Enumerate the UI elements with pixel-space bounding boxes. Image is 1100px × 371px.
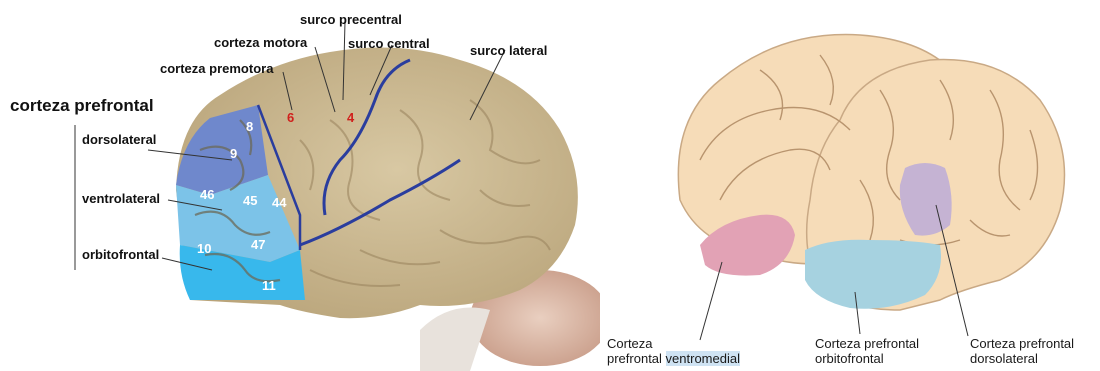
dorsolateral-right-line2: dorsolateral	[970, 351, 1038, 366]
orbitofrontal-right-label: Corteza prefrontal orbitofrontal	[815, 337, 919, 367]
ventromedial-label-line2: prefrontal	[607, 351, 662, 366]
ventromedial-label-line1: Corteza	[607, 336, 653, 351]
ventromedial-highlight: ventromedial	[666, 351, 740, 366]
dorsolateral-right-label: Corteza prefrontal dorsolateral	[970, 337, 1074, 367]
orbitofrontal-right-line1: Corteza prefrontal	[815, 336, 919, 351]
ventromedial-label: Corteza prefrontal ventromedial	[607, 337, 740, 367]
dorsolateral-right-line1: Corteza prefrontal	[970, 336, 1074, 351]
orbitofrontal-right-line2: orbitofrontal	[815, 351, 884, 366]
